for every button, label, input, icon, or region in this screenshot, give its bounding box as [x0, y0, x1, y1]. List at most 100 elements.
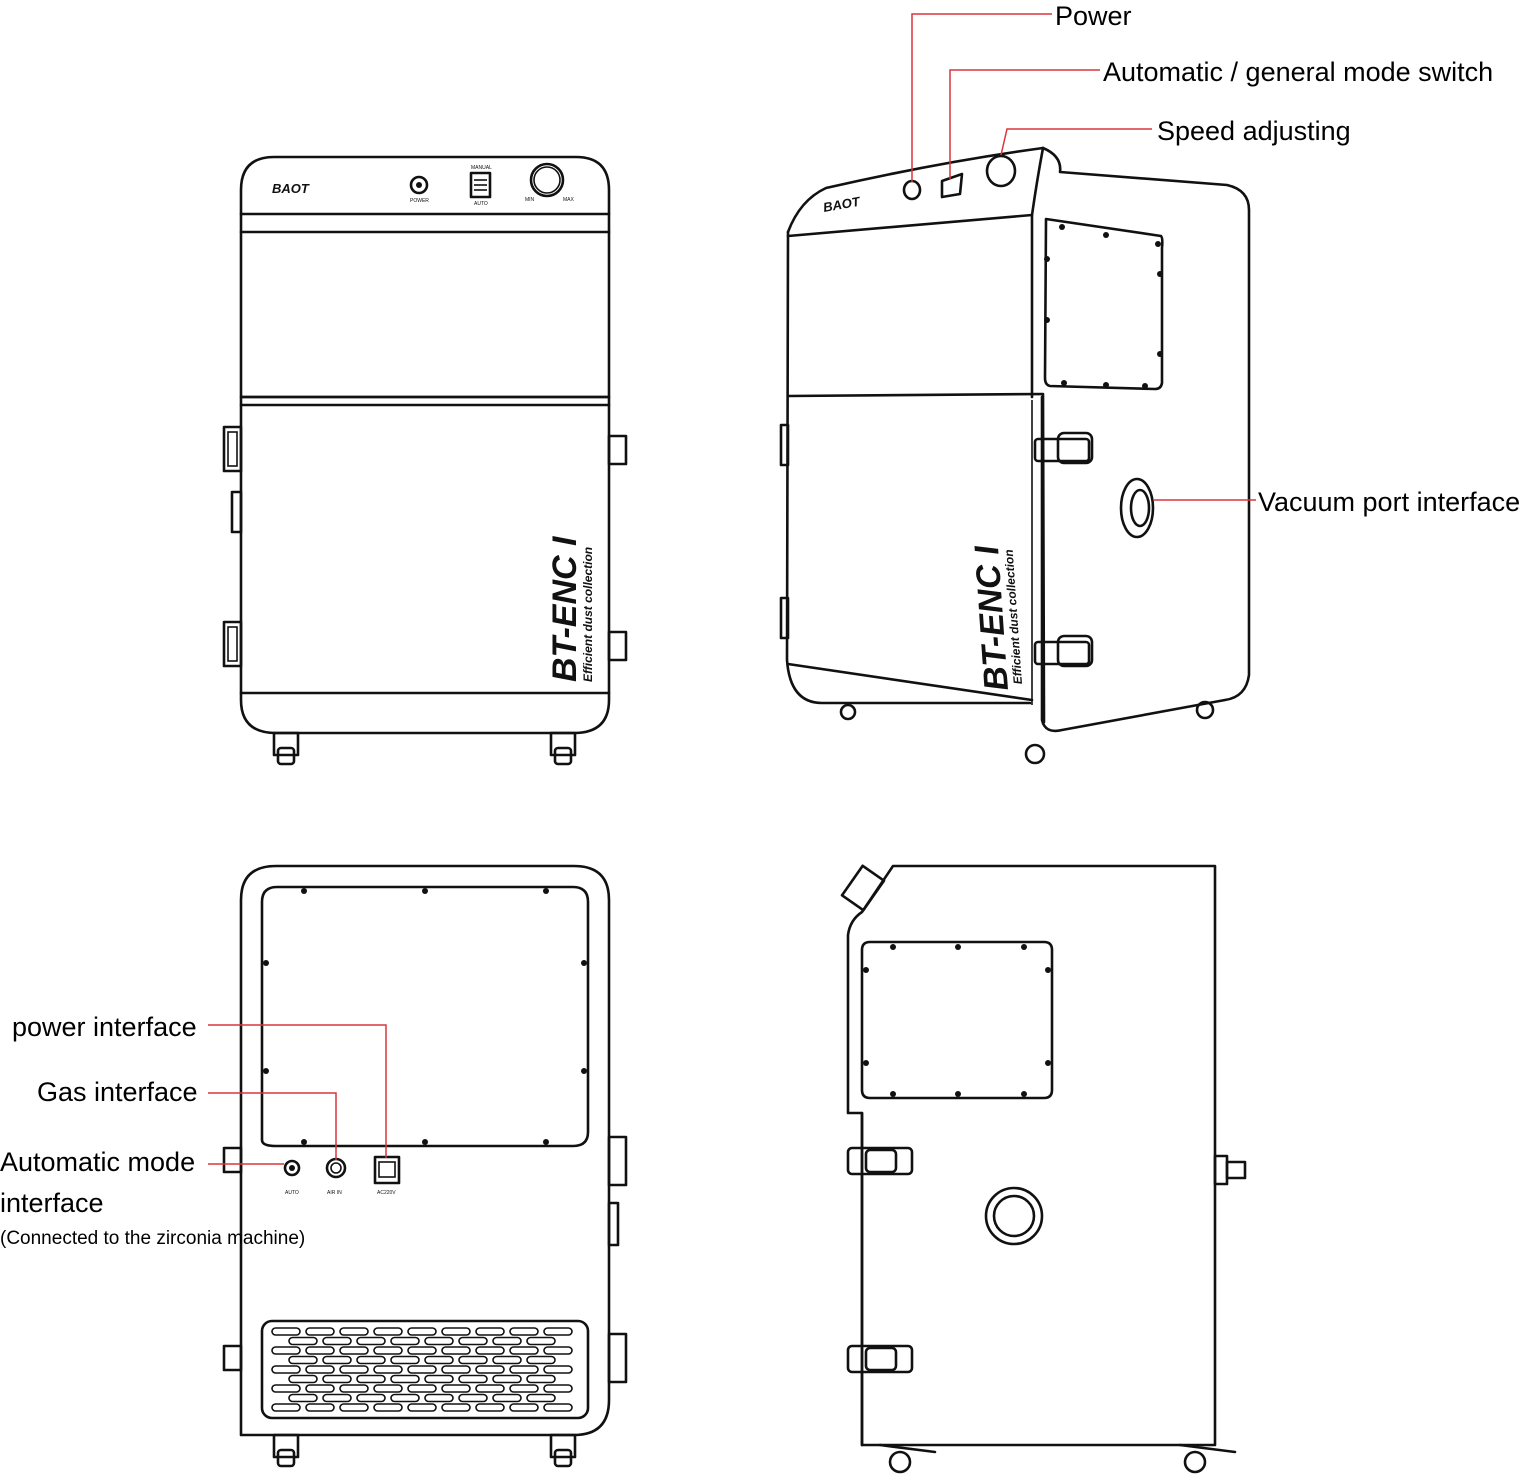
callout-speed: Speed adjusting — [1157, 116, 1351, 146]
grille-slot — [305, 1403, 335, 1412]
grille-slot — [288, 1374, 318, 1384]
grille-slot — [373, 1346, 403, 1355]
grille-slot — [458, 1374, 488, 1384]
grille-slot — [339, 1403, 369, 1412]
callout-mode-switch: Automatic / general mode switch — [1103, 57, 1493, 87]
grille-slot — [271, 1346, 301, 1355]
grille-slot — [373, 1327, 403, 1336]
grille-slot — [424, 1355, 454, 1365]
persp-speed-knob — [985, 154, 1017, 188]
grille-slot — [543, 1327, 573, 1336]
grille-slot — [407, 1365, 437, 1374]
grille-slot — [356, 1355, 386, 1365]
grille-slot — [475, 1346, 505, 1355]
grille-slot — [271, 1403, 301, 1412]
rear-vent-grille — [260, 1319, 590, 1420]
grille-slot — [526, 1355, 556, 1365]
grille-slot — [373, 1365, 403, 1374]
grille-slot — [288, 1355, 318, 1365]
front-speed-knob — [529, 162, 565, 198]
grille-slot — [475, 1384, 505, 1393]
front-tagline: Efficient dust collection — [581, 547, 595, 682]
rear-air-mark: AIR IN — [327, 1190, 342, 1196]
rear-gas-port — [325, 1157, 347, 1179]
grille-slot — [526, 1393, 556, 1403]
front-power-mark: POWER — [410, 198, 429, 204]
callout-gas-interface: Gas interface — [37, 1077, 198, 1107]
side-vacuum-port — [984, 1186, 1044, 1246]
grille-slot — [271, 1365, 301, 1374]
grille-slot — [509, 1365, 539, 1374]
grille-slot — [543, 1403, 573, 1412]
grille-slot — [305, 1346, 335, 1355]
rear-view: AUTO AIR IN AC220V power interface Gas i… — [0, 864, 628, 1468]
grille-slot — [509, 1327, 539, 1336]
grille-slot — [492, 1355, 522, 1365]
rear-auto-port — [283, 1159, 301, 1177]
grille-slot — [356, 1393, 386, 1403]
rear-power-socket — [373, 1155, 401, 1185]
grille-slot — [322, 1336, 352, 1346]
grille-slot — [475, 1327, 505, 1336]
grille-slot — [492, 1374, 522, 1384]
grille-slot — [305, 1365, 335, 1374]
grille-slot — [407, 1384, 437, 1393]
front-mode-switch — [469, 171, 492, 199]
grille-slot — [543, 1346, 573, 1355]
grille-slot — [339, 1365, 369, 1374]
grille-slot — [407, 1403, 437, 1412]
grille-slot — [339, 1384, 369, 1393]
grille-slot — [288, 1336, 318, 1346]
front-brand-logo: BAOT — [272, 181, 310, 196]
callout-auto-mode-line2: interface — [0, 1188, 104, 1218]
grille-slot — [492, 1393, 522, 1403]
grille-slot — [441, 1403, 471, 1412]
front-view: BAOT POWER MANUAL AUTO MIN MAX BT-ENC I … — [222, 155, 628, 766]
grille-slot — [543, 1365, 573, 1374]
callout-vacuum: Vacuum port interface — [1258, 487, 1520, 517]
grille-slot — [390, 1355, 420, 1365]
front-power-button — [409, 175, 429, 195]
grille-slot — [441, 1365, 471, 1374]
front-model-name: BT-ENC I — [546, 535, 584, 682]
side-view — [840, 864, 1247, 1474]
grille-slot — [509, 1384, 539, 1393]
front-mode-bottom-mark: AUTO — [474, 201, 488, 207]
grille-slot — [458, 1393, 488, 1403]
persp-brand-logo: BAOT — [822, 194, 862, 215]
grille-slot — [441, 1346, 471, 1355]
front-speed-min-mark: MIN — [525, 197, 535, 203]
grille-slot — [339, 1346, 369, 1355]
grille-slot — [373, 1384, 403, 1393]
grille-slot — [356, 1336, 386, 1346]
grille-slot — [390, 1374, 420, 1384]
grille-slot — [305, 1384, 335, 1393]
callout-power: Power — [1055, 1, 1132, 31]
grille-slot — [322, 1355, 352, 1365]
front-mode-top-mark: MANUAL — [471, 165, 492, 171]
grille-slot — [390, 1393, 420, 1403]
callout-power-interface: power interface — [12, 1012, 197, 1042]
grille-slot — [424, 1374, 454, 1384]
grille-slot — [441, 1384, 471, 1393]
grille-slot — [475, 1365, 505, 1374]
grille-slot — [271, 1384, 301, 1393]
rear-ac-mark: AC220V — [377, 1190, 396, 1196]
grille-slot — [424, 1336, 454, 1346]
grille-slot — [356, 1374, 386, 1384]
callout-auto-mode-line1: Automatic mode — [0, 1147, 195, 1177]
perspective-view: BAOT BT-ENC I Efficient dust collection … — [779, 1, 1520, 765]
grille-slot — [271, 1327, 301, 1336]
callout-auto-mode-note: (Connected to the zirconia machine) — [0, 1228, 305, 1249]
grille-slot — [373, 1403, 403, 1412]
grille-slot — [543, 1384, 573, 1393]
rear-auto-mark: AUTO — [285, 1190, 299, 1196]
grille-slot — [458, 1336, 488, 1346]
persp-vacuum-port — [1119, 477, 1155, 539]
grille-slot — [407, 1327, 437, 1336]
grille-slot — [288, 1393, 318, 1403]
grille-slot — [322, 1393, 352, 1403]
grille-slot — [526, 1374, 556, 1384]
grille-slot — [458, 1355, 488, 1365]
